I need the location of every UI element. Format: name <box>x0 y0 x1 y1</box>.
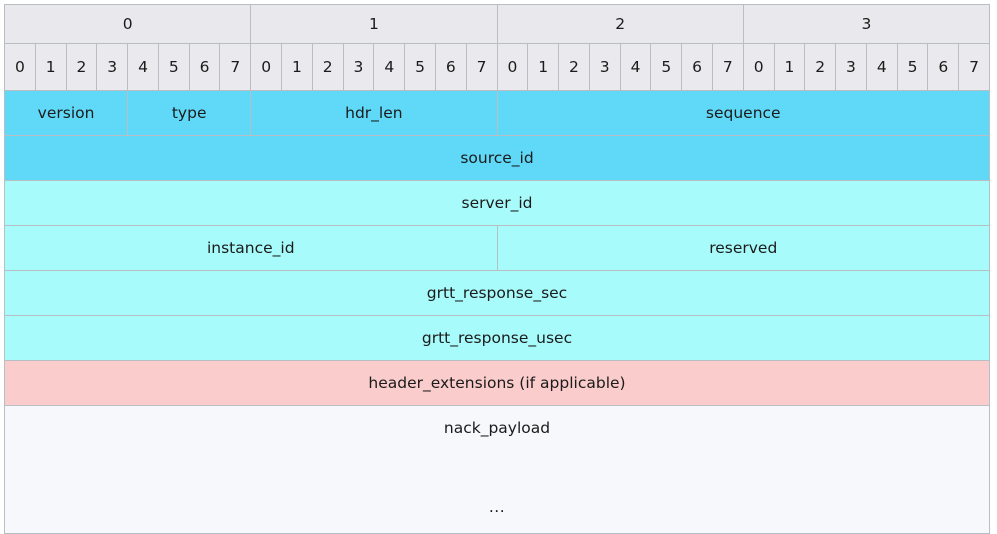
field-cell-header-extensions: header_extensions (if applicable) <box>4 360 990 406</box>
bit-offset-label-3: 3 <box>96 43 129 91</box>
bit-offset-label-24: 0 <box>742 43 775 91</box>
bit-offset-label-16: 0 <box>496 43 529 91</box>
bit-offset-label-5: 5 <box>157 43 190 91</box>
bit-offset-label-2: 2 <box>65 43 98 91</box>
bit-offset-label-25: 1 <box>773 43 806 91</box>
bit-offset-label-8: 0 <box>250 43 283 91</box>
row-source-id: source_id <box>4 135 990 181</box>
bit-offset-label-29: 5 <box>896 43 929 91</box>
bit-offset-label-30: 6 <box>927 43 960 91</box>
bit-offset-label-17: 1 <box>527 43 560 91</box>
bit-offset-label-27: 3 <box>835 43 867 91</box>
row-nack-payload: nack_payload... <box>4 405 990 534</box>
field-cell-source-id: source_id <box>4 135 990 181</box>
field-cell-type: type <box>127 90 252 136</box>
bit-offset-label-28: 4 <box>865 43 898 91</box>
bit-offset-label-9: 1 <box>281 43 313 91</box>
byte-offset-label-2: 2 <box>496 4 744 44</box>
bit-offset-label-4: 4 <box>127 43 159 91</box>
row-header-extensions: header_extensions (if applicable) <box>4 360 990 406</box>
field-cell-hdr-len: hdr_len <box>250 90 498 136</box>
bit-offset-label-26: 2 <box>804 43 837 91</box>
payload-body: nack_payload... <box>6 407 989 533</box>
bit-offset-label-7: 7 <box>219 43 252 91</box>
field-cell-sequence: sequence <box>496 90 990 136</box>
bit-offset-label-14: 6 <box>434 43 467 91</box>
bit-offset-label-21: 5 <box>650 43 683 91</box>
bit-offset-label-13: 5 <box>404 43 436 91</box>
field-cell-server-id: server_id <box>4 180 990 226</box>
bit-offset-label-1: 1 <box>34 43 67 91</box>
bit-offset-label-11: 3 <box>342 43 375 91</box>
bit-offset-label-12: 4 <box>373 43 406 91</box>
field-cell-nack-payload: nack_payload... <box>4 405 990 534</box>
field-cell-version: version <box>3 90 129 136</box>
field-cell-instance-id: instance_id <box>4 225 498 271</box>
bit-offset-label-0: 0 <box>4 43 36 91</box>
byte-offset-label-3: 3 <box>742 4 991 44</box>
bit-offset-label-18: 2 <box>558 43 590 91</box>
row-grtt-response-usec: grtt_response_usec <box>4 315 990 361</box>
bit-offset-label-22: 6 <box>681 43 713 91</box>
field-cell-reserved: reserved <box>496 225 990 271</box>
bit-offset-label-20: 4 <box>619 43 652 91</box>
bit-offset-label-23: 7 <box>711 43 744 91</box>
field-cell-grtt-response-sec: grtt_response_sec <box>4 270 990 316</box>
payload-continuation-ellipsis: ... <box>488 498 506 516</box>
bit-offset-label-6: 6 <box>188 43 221 91</box>
field-cell-grtt-response-usec: grtt_response_usec <box>4 315 990 361</box>
bit-offset-label-10: 2 <box>311 43 344 91</box>
row-grtt-response-sec: grtt_response_sec <box>4 270 990 316</box>
byte-offset-label-0: 0 <box>3 4 252 44</box>
bit-offset-label-15: 7 <box>465 43 498 91</box>
payload-label: nack_payload <box>443 419 551 437</box>
row-server-id: server_id <box>4 180 990 226</box>
byte-offset-label-1: 1 <box>250 4 498 44</box>
bit-offset-label-19: 3 <box>588 43 621 91</box>
bit-offset-label-31: 7 <box>958 43 990 91</box>
